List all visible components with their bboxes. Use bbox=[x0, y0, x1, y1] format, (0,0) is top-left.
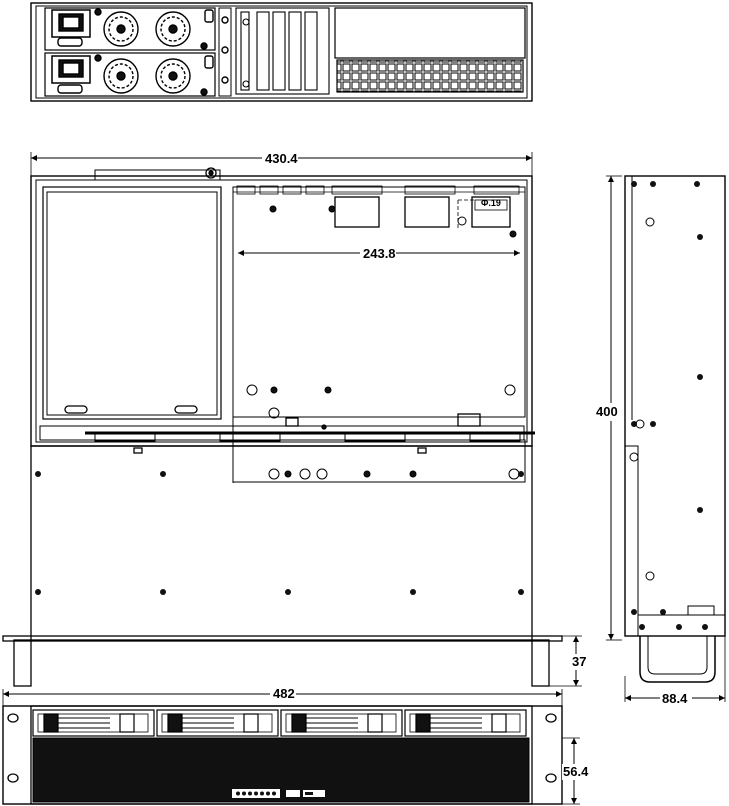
expansion-slots bbox=[235, 7, 330, 95]
dim-rack-height: 37 bbox=[572, 654, 586, 669]
front-bezel bbox=[32, 737, 530, 803]
front-view bbox=[2, 689, 580, 805]
psu-module-1 bbox=[44, 7, 216, 51]
drive-bays bbox=[32, 709, 527, 737]
dim-front-height: 56.4 bbox=[563, 764, 589, 779]
dim-front-width: 482 bbox=[273, 686, 295, 701]
dim-top-width: 430.4 bbox=[265, 151, 298, 166]
psu-hole-label: Φ.19 bbox=[481, 198, 501, 208]
side-view bbox=[606, 175, 726, 702]
dimension-labels: 430.4 243.8 400 37 482 56.4 88.4 Φ.19 bbox=[262, 151, 692, 780]
dim-side-width: 88.4 bbox=[662, 691, 688, 706]
dim-depth: 400 bbox=[596, 404, 618, 419]
top-view bbox=[2, 152, 582, 687]
rear-view bbox=[30, 2, 533, 102]
dim-inner-width: 243.8 bbox=[363, 246, 396, 261]
psu-module-2 bbox=[44, 52, 216, 97]
